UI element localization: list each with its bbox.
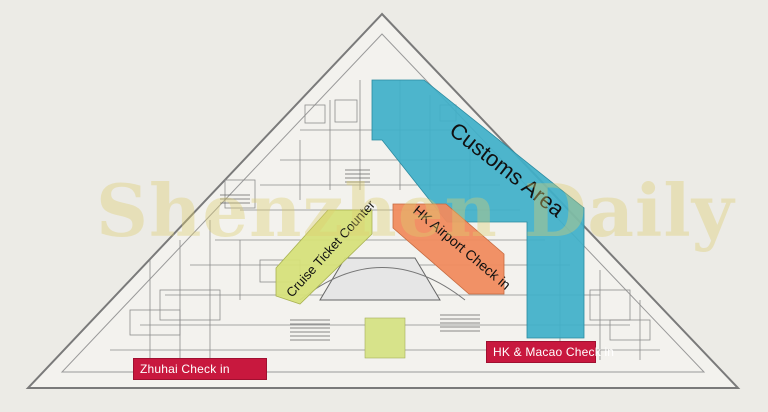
atrium-arc	[299, 267, 466, 301]
hk-airport-checkin-zone	[392, 203, 505, 295]
green-plaza	[364, 317, 406, 359]
cruise-ticket-counter-zone	[275, 209, 373, 305]
central-atrium	[319, 257, 441, 301]
customs-area-zone	[371, 79, 585, 339]
stairs-hatching	[220, 169, 480, 341]
zhuhai-checkin-badge: Zhuhai Check in	[133, 358, 267, 380]
hk-macao-checkin-badge: HK & Macao Check in	[486, 341, 614, 363]
